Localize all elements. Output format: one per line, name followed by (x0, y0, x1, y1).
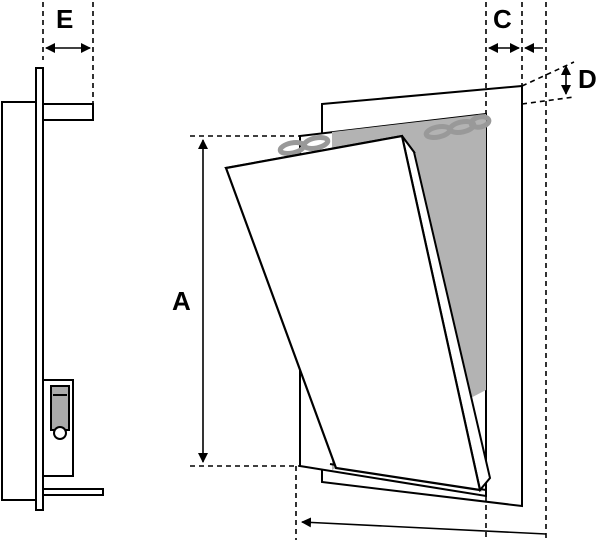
label-c: C (493, 4, 512, 34)
side-top-lip (42, 103, 94, 121)
chain-icon (277, 114, 492, 156)
dimension-c (485, 2, 547, 540)
dimension-e (42, 2, 94, 104)
dimension-a (190, 135, 300, 467)
side-bottom-lip (42, 488, 104, 496)
door-panel-face (224, 134, 482, 492)
side-view (1, 67, 104, 511)
label-a: A (172, 286, 191, 316)
label-e: E (56, 4, 73, 34)
front-view (224, 84, 523, 508)
side-flange (35, 67, 44, 511)
dimension-width (295, 466, 547, 540)
side-frame-body (1, 101, 39, 501)
dimension-d (521, 61, 575, 105)
hinge-icon (50, 385, 70, 440)
label-d: D (578, 64, 597, 94)
